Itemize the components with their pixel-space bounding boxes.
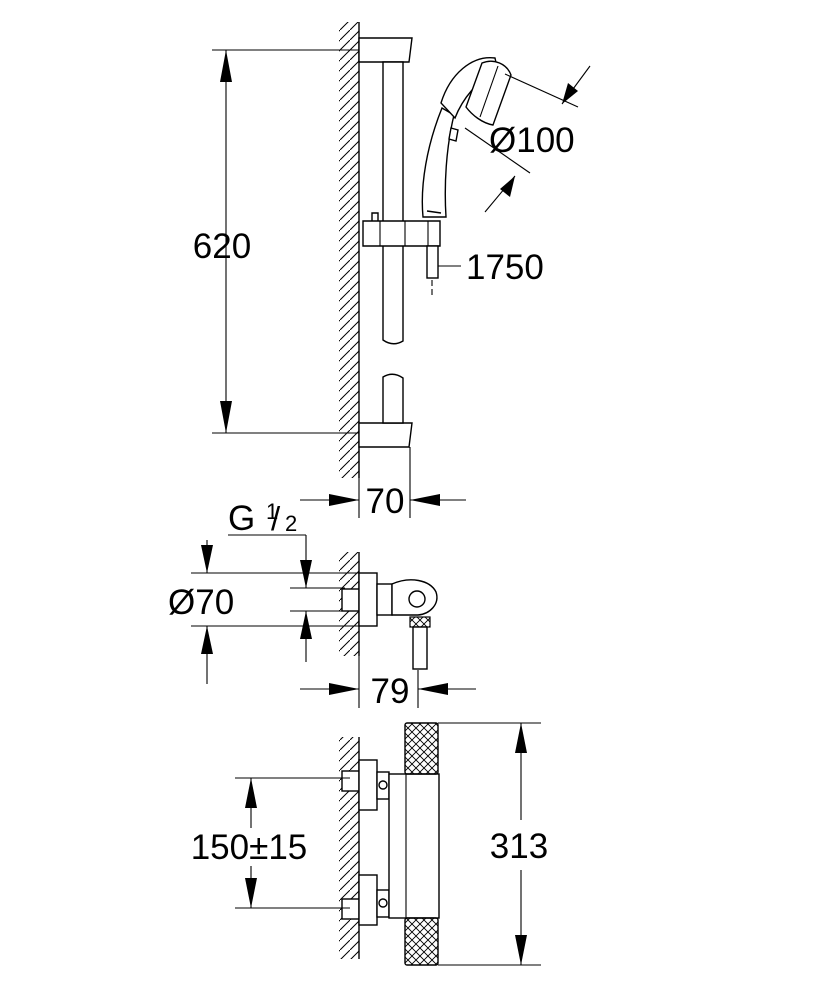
lower-connection [341, 874, 390, 926]
rail-slider [362, 212, 441, 247]
dim-mixer-height [438, 722, 541, 966]
thread-denominator-label: 2 [285, 511, 297, 536]
wall-hatch-bottom [339, 737, 360, 959]
mixer-front-view: 150±15 313 [191, 722, 548, 966]
rail-bottom-bracket [358, 422, 413, 448]
dim-rail-depth [300, 447, 466, 518]
dim-mixer-depth [300, 656, 476, 708]
rail-bar-upper [382, 61, 404, 345]
thread-numerator-label: 1 [266, 499, 278, 524]
dim-head-diameter [464, 65, 591, 213]
rail-top-bracket [358, 37, 413, 63]
mixer-height-label: 313 [490, 827, 548, 866]
rail-bar-lower [382, 373, 404, 424]
mixer-side-body [341, 572, 438, 670]
rail-height-label: 620 [193, 227, 251, 266]
dim-escutcheon [191, 540, 359, 684]
hose-length-label: 1750 [466, 248, 544, 287]
shower-rail-view: 620 Ø100 1750 70 [193, 22, 591, 521]
thread-main-label: G [228, 499, 255, 538]
dim-rail-height [212, 49, 359, 434]
mixer-depth-label: 79 [371, 672, 410, 711]
escutcheon-diameter-label: Ø70 [168, 583, 234, 622]
mixer-front-body [388, 722, 440, 966]
dim-connection-spacing [235, 777, 350, 909]
upper-connection [341, 759, 390, 811]
thread-leader [228, 534, 345, 662]
shower-hose [426, 245, 439, 295]
head-diameter-label: Ø100 [489, 121, 575, 160]
mixer-side-view: G 1 / 2 Ø70 [168, 499, 476, 711]
rail-depth-label: 70 [366, 482, 405, 521]
wall-hatch-top [339, 22, 360, 478]
hand-shower [421, 57, 512, 218]
connection-spacing-label: 150±15 [191, 828, 308, 867]
thread-slash: / [271, 500, 281, 537]
